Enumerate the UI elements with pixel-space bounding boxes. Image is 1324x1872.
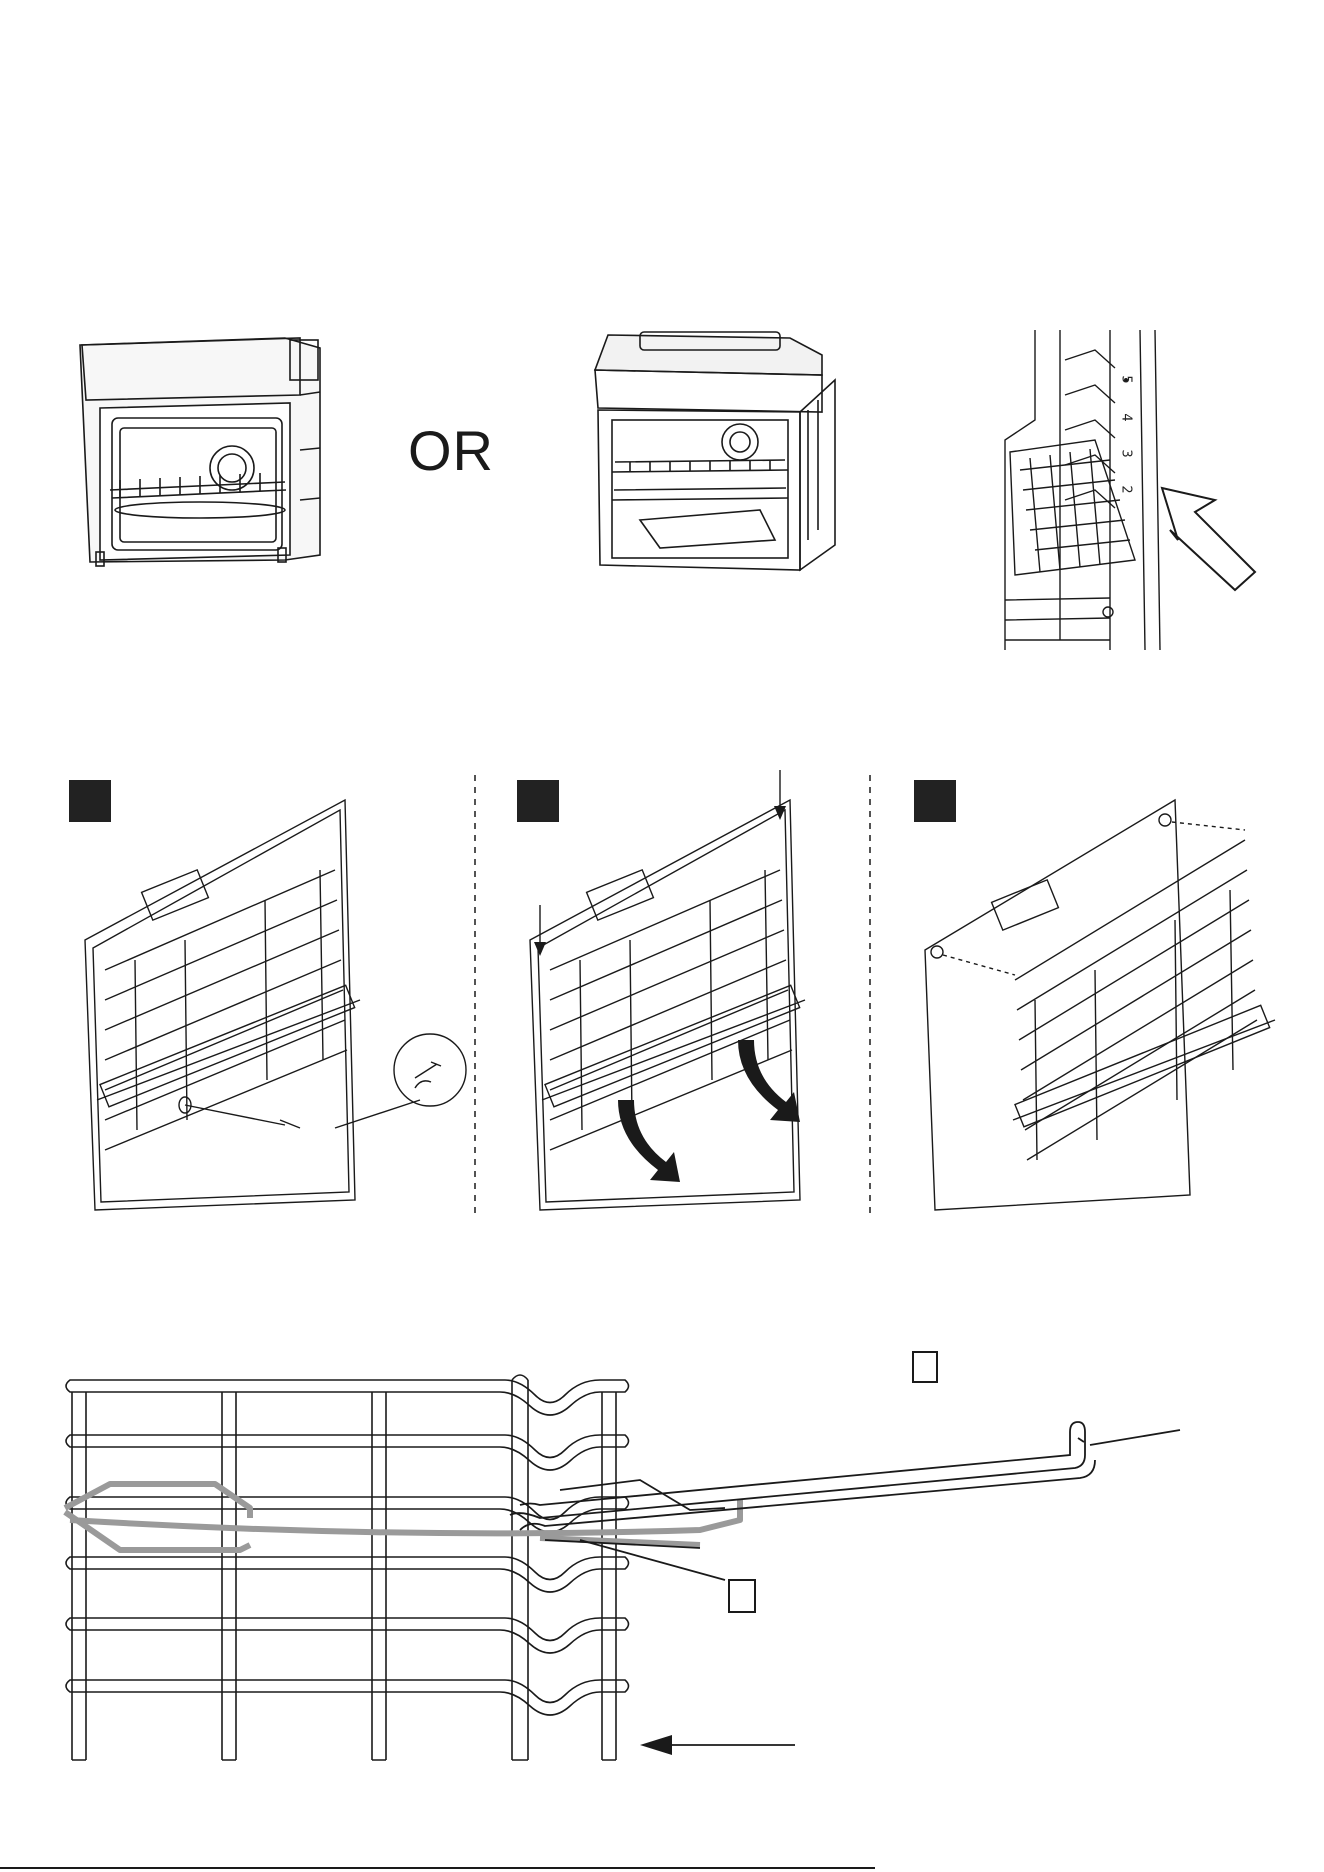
shelf-label-5: 5 bbox=[1119, 375, 1134, 383]
shelf-label-4: 4 bbox=[1119, 413, 1134, 421]
or-separator: OR bbox=[408, 418, 494, 483]
callout-box-center bbox=[732, 1584, 752, 1608]
shelf-label-2: 2 bbox=[1119, 485, 1134, 493]
callout-box-top-right bbox=[916, 1356, 934, 1378]
shelf-label-3: 3 bbox=[1119, 449, 1134, 457]
